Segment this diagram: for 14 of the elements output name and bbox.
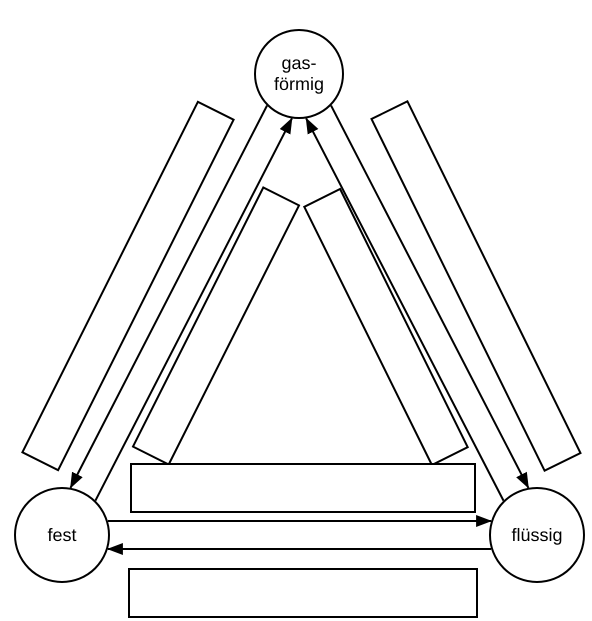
answer-box [370,100,582,472]
state-label: flüssig [511,524,563,546]
answer-box [130,463,476,513]
state-label: fest [47,524,76,546]
answer-box [128,568,478,618]
state-label: gas- förmig [272,53,325,95]
answer-box [132,186,300,466]
arrow [330,105,530,489]
arrow [94,118,293,502]
arrow [70,105,268,489]
arrow [106,543,492,555]
arrow [108,515,492,527]
arrow [305,118,504,502]
answer-box [21,100,235,472]
